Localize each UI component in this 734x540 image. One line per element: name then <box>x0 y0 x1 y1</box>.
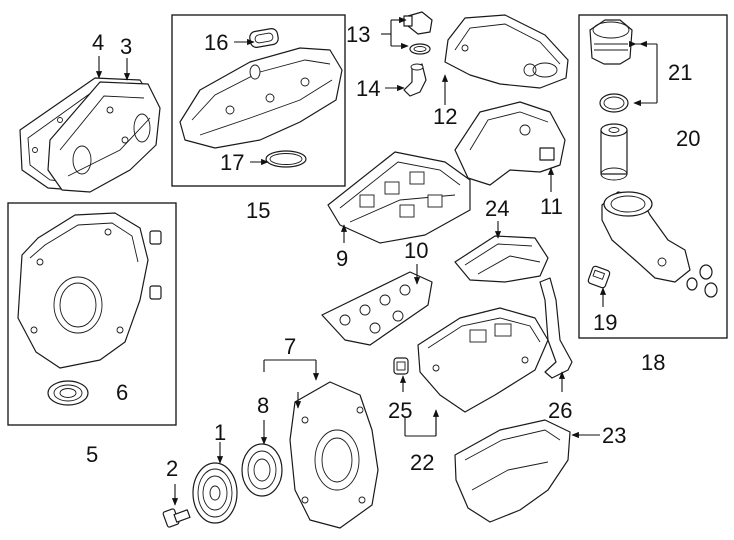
callout-1: 1 <box>214 420 226 445</box>
callout-26: 26 <box>548 398 572 423</box>
callout-4: 4 <box>92 30 104 55</box>
callout-8: 8 <box>257 393 269 418</box>
callout-22: 22 <box>410 450 434 475</box>
callout-20: 20 <box>676 126 700 151</box>
callout-3: 3 <box>120 34 132 59</box>
callout-10: 10 <box>404 238 428 263</box>
callout-labels: 1 2 3 4 5 6 7 8 9 10 11 12 13 14 15 16 1… <box>86 22 700 481</box>
callout-9: 9 <box>336 246 348 271</box>
group-box-18 <box>578 14 728 339</box>
callout-21: 21 <box>668 60 692 85</box>
callout-12: 12 <box>433 104 457 129</box>
oil-pressure-sensor-part[interactable] <box>587 265 611 289</box>
group-box-15 <box>171 14 346 187</box>
callout-6: 6 <box>116 380 128 405</box>
callout-11: 11 <box>540 194 563 219</box>
filter-housing-part[interactable] <box>601 191 691 283</box>
callout-23: 23 <box>602 423 626 448</box>
engine-cover-part[interactable] <box>444 14 569 89</box>
housing-seal-2-part[interactable] <box>699 264 713 280</box>
filter-o-ring-part[interactable] <box>599 93 629 113</box>
housing-seal-1-part[interactable] <box>686 277 698 291</box>
callout-7: 7 <box>284 334 296 359</box>
callout-19: 19 <box>593 310 617 335</box>
rear-cover-plate-part[interactable] <box>289 381 379 529</box>
callout-2: 2 <box>166 456 178 481</box>
timing-cover-part[interactable] <box>17 212 149 369</box>
crank-seal-part[interactable] <box>47 380 89 406</box>
group-box-5 <box>7 202 177 426</box>
callout-13: 13 <box>346 22 370 47</box>
pulley-bolt-part[interactable] <box>162 508 191 528</box>
dowel-pin-upper[interactable] <box>149 230 162 245</box>
head-gasket-part[interactable] <box>321 271 433 346</box>
dipstick-tube-part[interactable] <box>539 277 573 379</box>
callout-18: 18 <box>641 350 665 375</box>
callout-15: 15 <box>246 198 270 223</box>
sensor-part[interactable] <box>403 11 433 35</box>
leader-lines <box>95 16 658 506</box>
callout-25: 25 <box>388 398 412 423</box>
oil-pan-upper-part[interactable] <box>417 307 549 413</box>
throttle-gasket-part[interactable] <box>249 28 279 49</box>
rear-seal-part[interactable] <box>241 443 283 497</box>
intake-manifold-part[interactable] <box>179 47 343 149</box>
oil-pan-lower-part[interactable] <box>454 419 571 523</box>
callout-5: 5 <box>86 442 98 467</box>
cylinder-head-part[interactable] <box>327 151 471 244</box>
connector-tube-part[interactable] <box>403 63 427 97</box>
callout-17: 17 <box>220 150 244 175</box>
heat-shield-part[interactable] <box>454 235 549 283</box>
o-ring-part[interactable] <box>409 43 431 55</box>
callout-24: 24 <box>485 196 509 221</box>
manifold-seal-ring-part[interactable] <box>265 150 307 168</box>
oil-filter-cap-part[interactable] <box>589 19 633 65</box>
filter-element-part[interactable] <box>600 123 628 181</box>
dowel-pin-lower[interactable] <box>149 285 162 300</box>
drain-plug-part[interactable] <box>393 357 409 375</box>
housing-seal-3-part[interactable] <box>704 282 718 298</box>
valve-cover-part[interactable] <box>47 81 161 193</box>
callout-14: 14 <box>356 76 380 101</box>
engine-shield-part[interactable] <box>454 101 566 186</box>
crank-pulley-part[interactable] <box>192 462 238 524</box>
callout-16: 16 <box>204 30 228 55</box>
